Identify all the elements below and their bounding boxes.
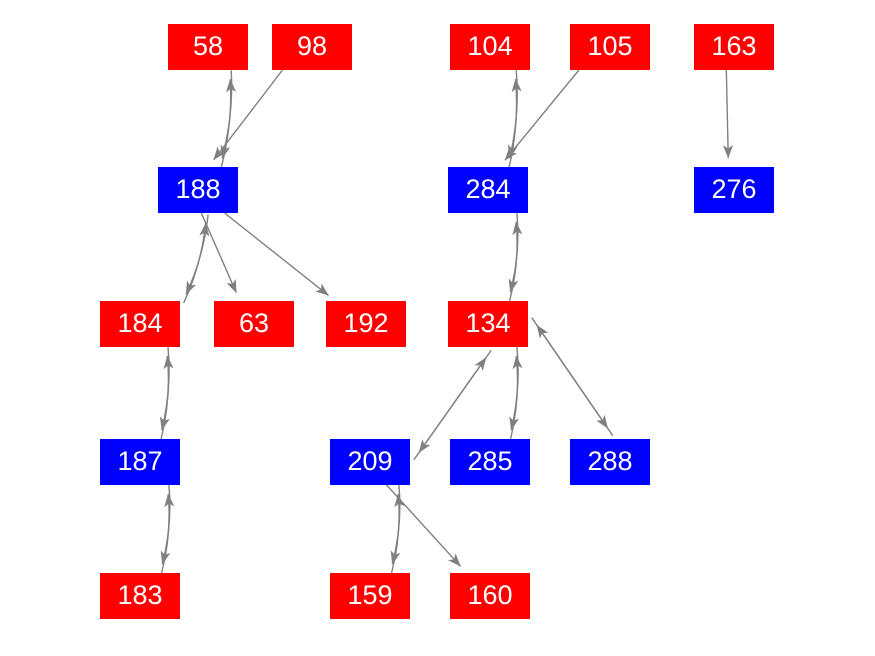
graph-node-63[interactable]: 63 (214, 301, 294, 347)
graph-node-label: 188 (175, 173, 221, 204)
graph-node-188[interactable]: 188 (158, 167, 238, 213)
graph-node-163[interactable]: 163 (694, 24, 774, 70)
edge-188-184 (183, 214, 210, 304)
graph-node-label: 192 (343, 307, 389, 338)
graph-node-184[interactable]: 184 (100, 301, 180, 347)
graph-node-160[interactable]: 160 (450, 573, 530, 619)
edge-104-284 (507, 69, 522, 168)
graph-node-label: 285 (467, 445, 513, 476)
graph-node-98[interactable]: 98 (272, 24, 352, 70)
graph-node-label: 284 (465, 173, 511, 204)
edge-134-285 (509, 346, 523, 440)
graph-node-label: 276 (711, 173, 757, 204)
edge-209-160 (386, 484, 462, 567)
graph-node-159[interactable]: 159 (330, 573, 410, 619)
graph-node-label: 163 (711, 30, 757, 61)
edge-209-159 (390, 484, 405, 574)
graph-node-label: 134 (465, 307, 511, 338)
graph-node-label: 187 (117, 445, 163, 476)
graph-node-104[interactable]: 104 (450, 24, 530, 70)
edge-105-284 (504, 69, 580, 161)
edge-163-276 (722, 69, 734, 159)
graph-node-134[interactable]: 134 (448, 301, 528, 347)
graph-node-label: 183 (117, 579, 163, 610)
graph-node-label: 209 (347, 445, 393, 476)
graph-node-183[interactable]: 183 (100, 573, 180, 619)
graph-node-label: 288 (587, 445, 633, 476)
graph-node-label: 63 (238, 307, 270, 338)
graph-node-label: 160 (467, 579, 513, 610)
edge-284-134 (508, 212, 523, 302)
graph-node-187[interactable]: 187 (100, 439, 180, 485)
graph-node-label: 104 (467, 30, 513, 61)
edge-188-63 (200, 212, 237, 294)
edge-184-187 (159, 346, 174, 440)
edge-58-188 (220, 70, 237, 168)
graph-node-276[interactable]: 276 (694, 167, 774, 213)
graph-node-label: 58 (192, 30, 224, 61)
graph-node-label: 105 (587, 30, 633, 61)
graph-node-label: 98 (296, 30, 328, 61)
graph-node-192[interactable]: 192 (326, 301, 406, 347)
edge-98-188 (213, 69, 284, 161)
edge-188-192 (224, 212, 329, 296)
graph-node-58[interactable]: 58 (168, 24, 248, 70)
graph-node-209[interactable]: 209 (330, 439, 410, 485)
graph-node-105[interactable]: 105 (570, 24, 650, 70)
graph-node-label: 159 (347, 579, 393, 610)
edge-187-183 (160, 484, 175, 574)
graph-node-288[interactable]: 288 (570, 439, 650, 485)
graph-node-284[interactable]: 284 (448, 167, 528, 213)
graph-node-285[interactable]: 285 (450, 439, 530, 485)
graph-node-label: 184 (117, 307, 163, 338)
edge-134-288 (531, 317, 614, 437)
